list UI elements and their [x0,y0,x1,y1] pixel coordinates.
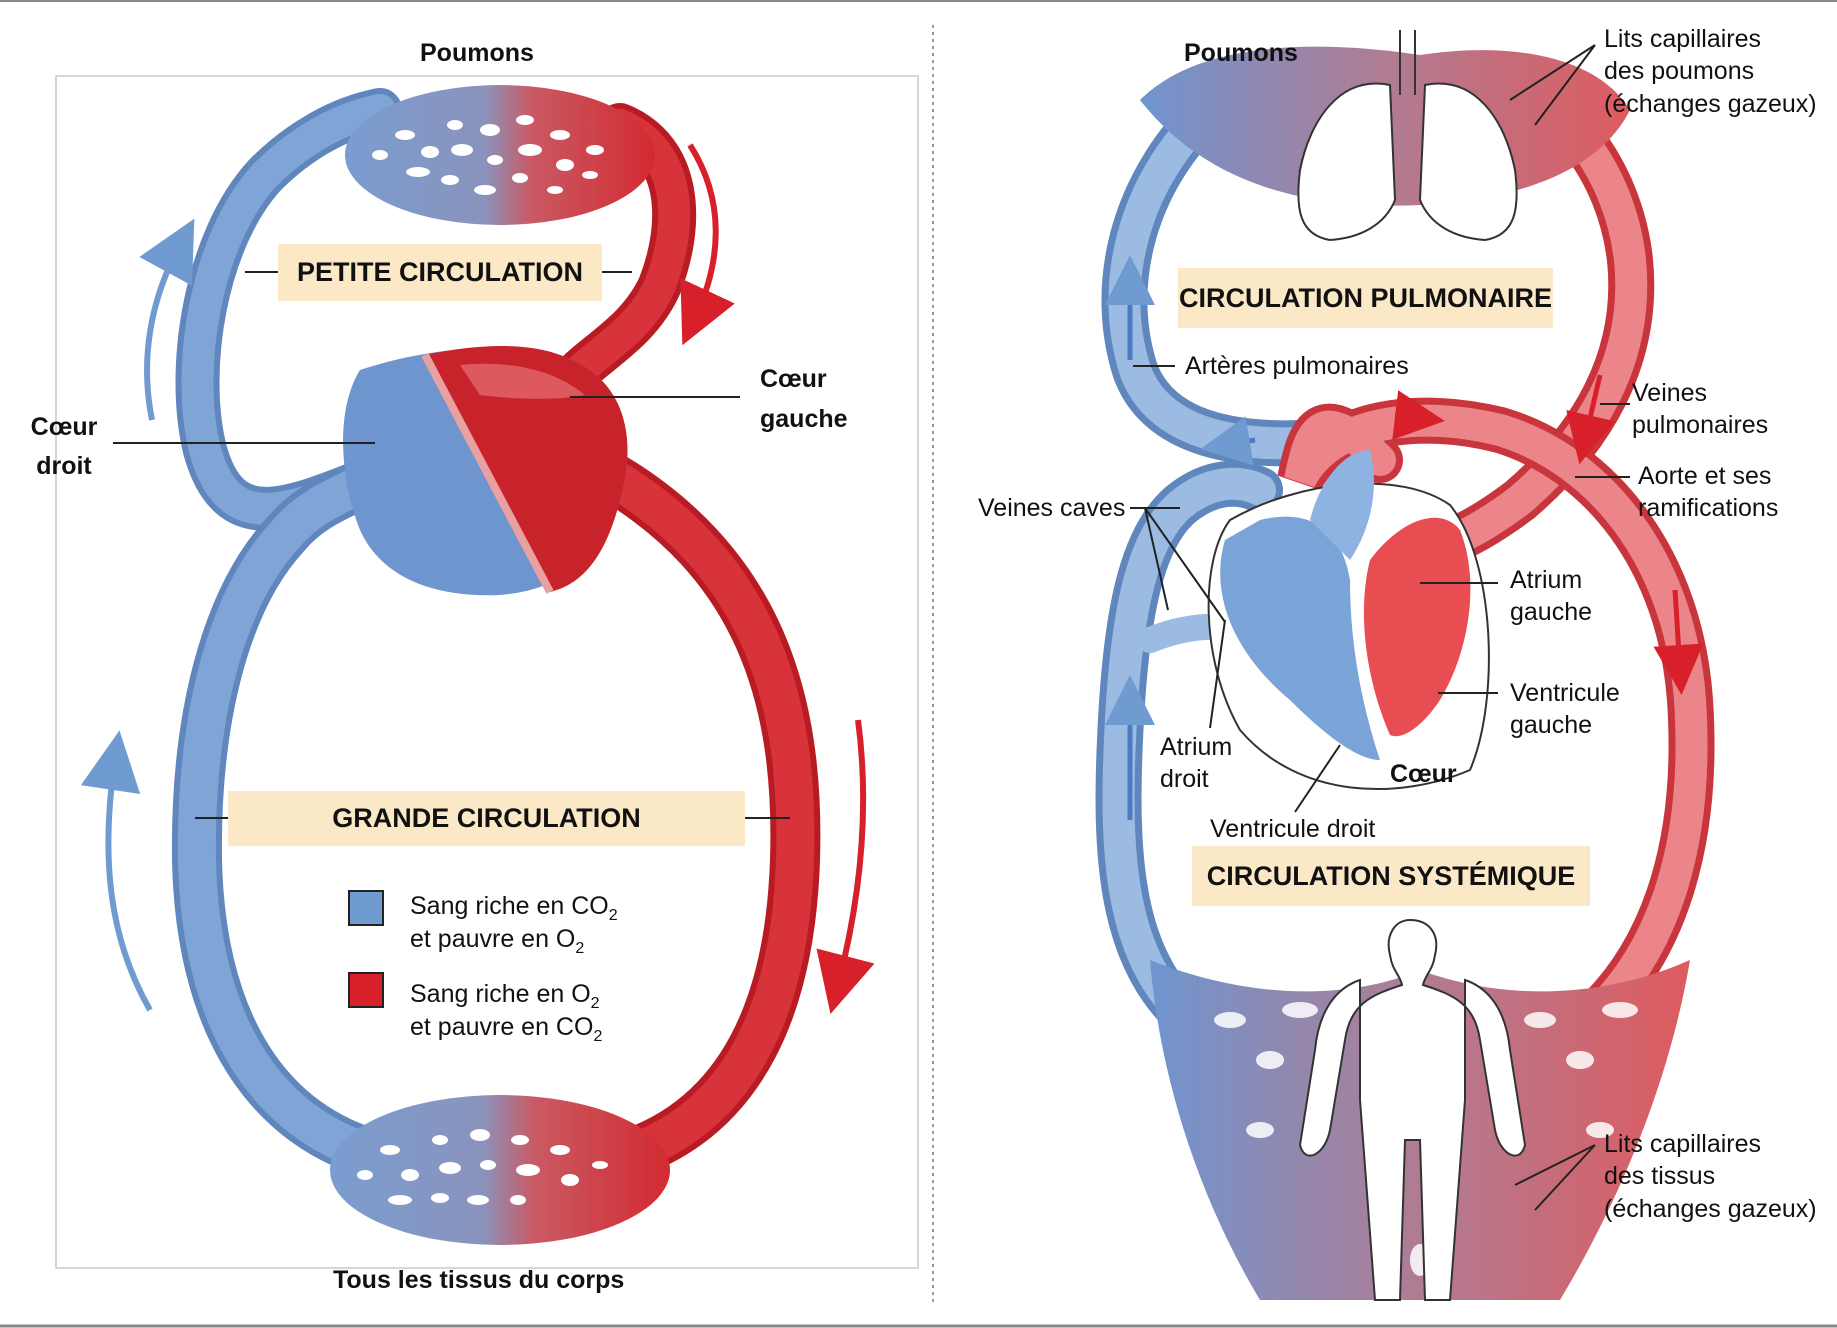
legend-entry-oxygen-rich-line1: Sang riche en O2 [410,980,600,1012]
leader-right-ventricle [1294,744,1341,813]
right-atrium-label-line1: Atrium [1160,733,1233,761]
lung-capillaries-label-line2: des poumons [1604,57,1755,85]
rp-arrow-aorta [1392,390,1445,440]
tissue-capillaries-label-line2: des tissus [1604,1162,1716,1190]
lung-capillaries-label-line3: (échanges gazeux) [1604,90,1817,118]
aorta [581,451,815,1169]
vena-cava [177,461,389,1169]
systemic-circulation-banner: CIRCULATION SYSTÉMIQUE [1192,846,1590,906]
rp-arrow-systemic-down [1653,589,1704,695]
right-atrium-label-line2: droit [1160,765,1209,793]
right-top-label: Poumons [1184,39,1298,67]
lung-capillary-holes [372,115,604,195]
lung-capillaries-label-line1: Lits capillaires [1604,25,1762,53]
legend-swatch-oxygen-poor [348,890,384,926]
tissue-capillaries-label-line1: Lits capillaires [1604,1130,1762,1158]
rp-arrow-pulmonary-down [1566,374,1615,465]
left-ventricle-label-line2: gauche [1510,711,1593,739]
right-heart-label-line2: droit [36,452,92,480]
legend-swatch-oxygen-rich [348,972,384,1008]
leader-vena-cava [1130,507,1226,623]
right-heart-drawing [1207,450,1490,791]
grande-circulation-banner: GRANDE CIRCULATION [228,791,745,846]
left-heart-shape [343,346,628,596]
human-silhouette [1298,918,1527,1301]
aorta-label-line1: Aorte et ses [1638,462,1772,490]
pulmonary-arteries-label: Artères pulmonaires [1185,352,1409,380]
left-ventricle-label-line1: Ventricule [1510,679,1620,707]
right-heart-label-line1: Cœur [30,413,98,441]
tissue-capillary-holes [357,1129,608,1205]
pulmonary-up-arrow [139,218,195,421]
pulmonary-vein [559,109,691,391]
left-top-label: Poumons [420,39,534,67]
right-ventricle-label: Ventricule droit [1210,815,1376,843]
aorta-label-line2: ramifications [1638,494,1779,522]
heart-label: Cœur [1390,760,1457,788]
leader-tissue-capillaries [1514,1144,1596,1211]
legend-entry-oxygen-poor-line2: et pauvre en O2 [410,925,585,957]
left-atrium-label-line1: Atrium [1510,566,1583,594]
leader-right-atrium [1209,619,1226,729]
pulmonary-down-arrow [680,143,735,346]
left-heart-label-line1: Cœur [760,365,827,393]
left-heart-label-line2: gauche [760,405,848,433]
lungs-drawing [1297,30,1518,242]
left-atrium-label-line2: gauche [1510,598,1593,626]
petite-circulation-banner: PETITE CIRCULATION [278,244,602,301]
lung-capillary-bed [345,85,655,225]
left-bottom-label: Tous les tissus du corps [333,1266,625,1294]
pulmonary-veins-label-line2: pulmonaires [1632,411,1769,439]
leader-lung-capillaries [1509,44,1596,126]
systemic-down-arrow [816,719,875,1015]
tissue-capillaries-label-line3: (échanges gazeux) [1604,1195,1817,1223]
vena-cava-label: Veines caves [978,494,1126,522]
tissue-capillary-bed [330,1095,670,1245]
pulmonary-circulation-banner: CIRCULATION PULMONAIRE [1178,268,1553,328]
vena-cava-vessel [1102,467,1276,1026]
legend-entry-oxygen-rich-line2: et pauvre en CO2 [410,1013,603,1045]
aorta-vessel [1284,404,1708,1026]
systemic-up-arrow [80,730,153,1012]
pulmonary-veins-label-line1: Veines [1632,379,1708,407]
legend-entry-oxygen-poor-line1: Sang riche en CO2 [410,892,618,924]
rp-arrow-vena [1200,416,1256,466]
